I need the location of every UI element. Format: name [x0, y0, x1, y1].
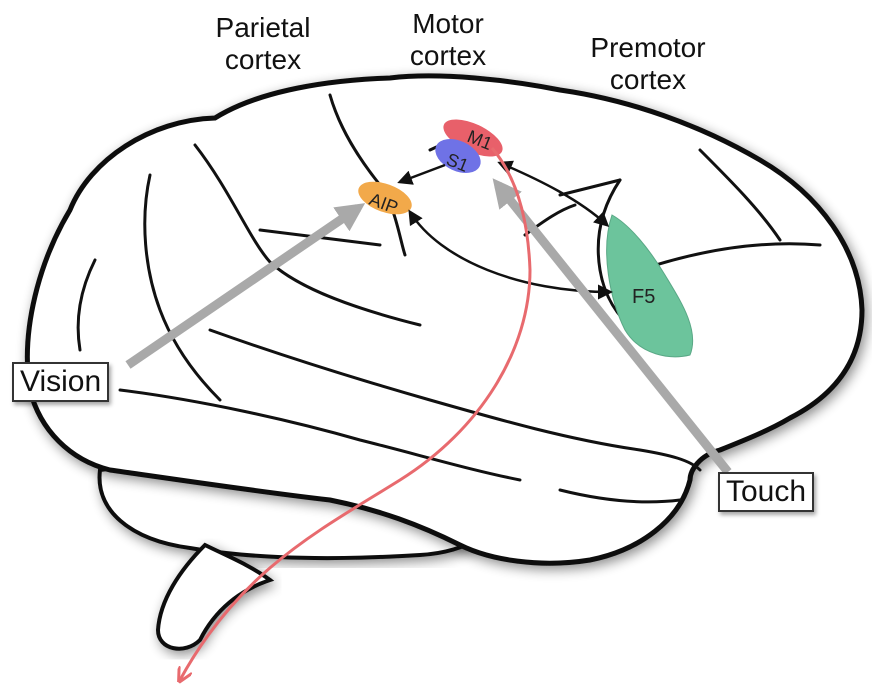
- f5-label: F5: [632, 286, 655, 308]
- vision-box: Vision: [12, 362, 109, 402]
- motor-cortex-label: Motor cortex: [388, 8, 508, 72]
- premotor-cortex-label: Premotor cortex: [568, 32, 728, 96]
- parietal-cortex-label: Parietal cortex: [198, 12, 328, 76]
- touch-box: Touch: [718, 472, 814, 512]
- brainstem-outline: [158, 545, 270, 649]
